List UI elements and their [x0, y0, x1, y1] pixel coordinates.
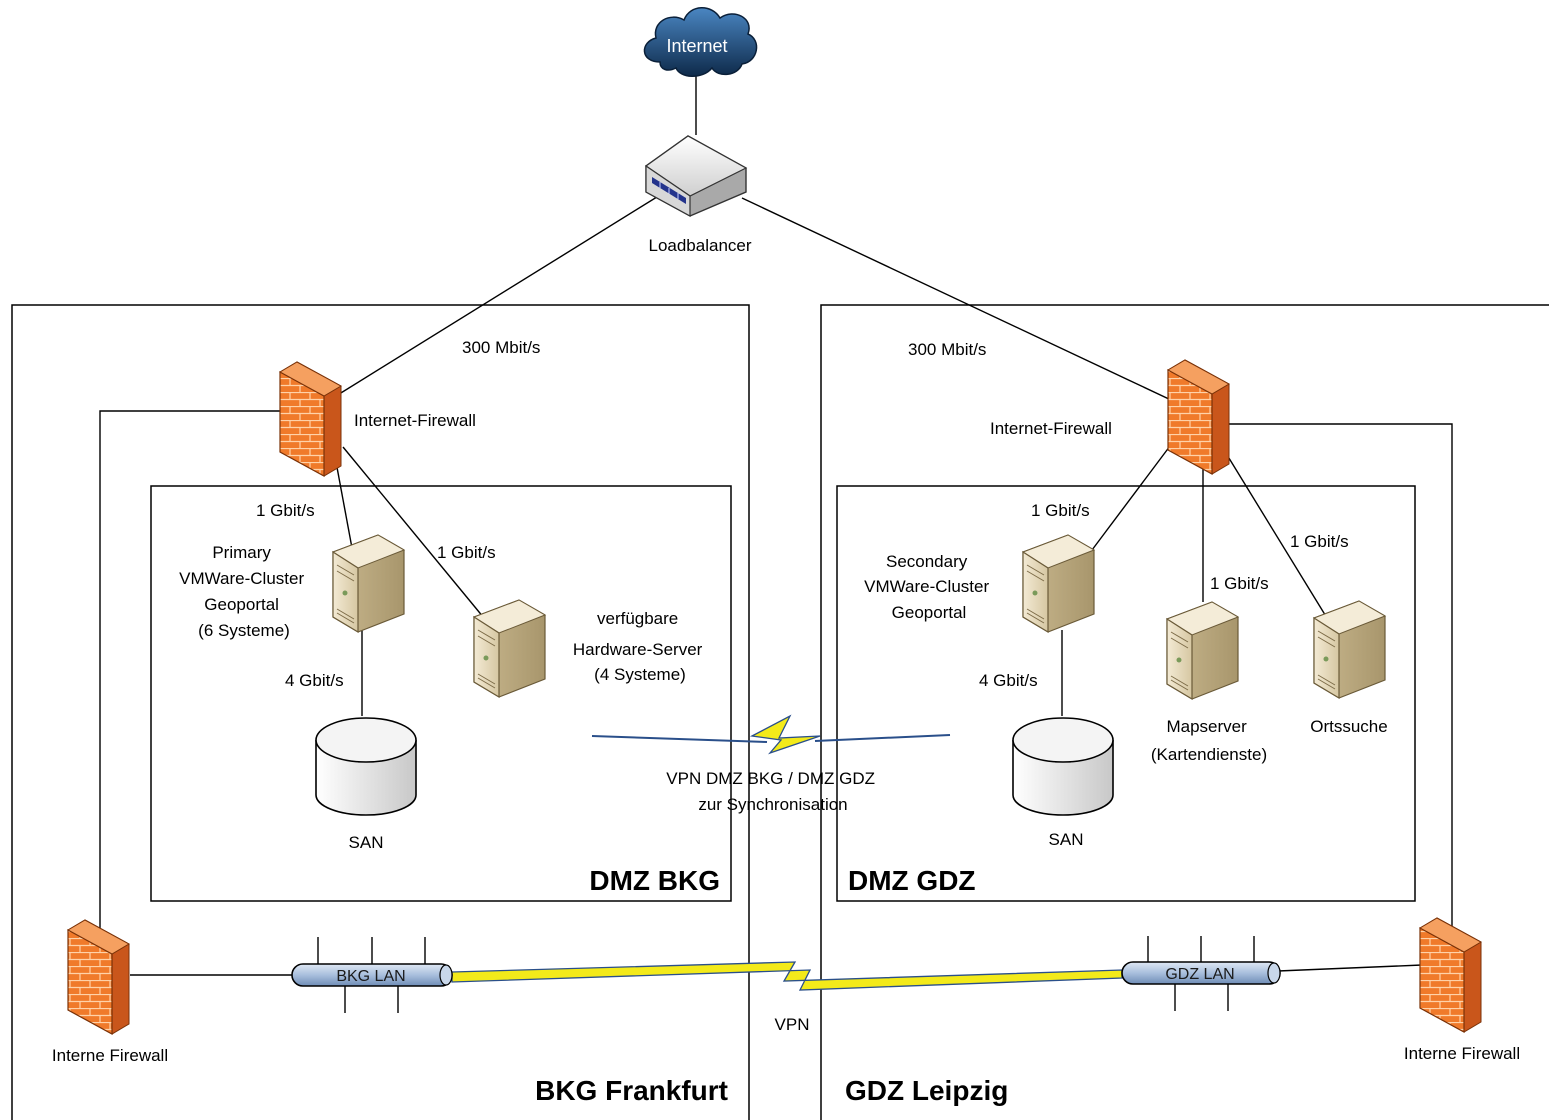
- bkg-san-label: SAN: [349, 833, 384, 852]
- bkg-cluster-label-line: Geoportal: [204, 595, 279, 614]
- vpn-dmz-label: VPN DMZ BKG / DMZ GDZ zur Synchronisatio…: [666, 769, 879, 814]
- gdz-internet-firewall-icon: [1166, 359, 1231, 476]
- dmz-gdz-box: [836, 485, 1416, 902]
- gdz-leipzig-label: GDZ Leipzig: [845, 1075, 1008, 1106]
- gdz-mapserver-label-line: (Kartendienste): [1151, 745, 1267, 764]
- bkg-uplink-speed: 300 Mbit/s: [462, 338, 540, 357]
- gdz-mapserver-label-line: Mapserver: [1166, 717, 1247, 736]
- vpn-lan-label: VPN: [775, 1015, 810, 1034]
- gdz-ortssuche-speed: 1 Gbit/s: [1290, 532, 1349, 551]
- gdz-san-label: SAN: [1049, 830, 1084, 849]
- gdz-lan-label: GDZ LAN: [1165, 966, 1234, 983]
- gdz-ortssuche-server-icon: [1312, 600, 1387, 700]
- gdz-cluster-label-line: Geoportal: [892, 603, 967, 622]
- bkg-hardware-label: verfügbare Hardware-Server (4 Systeme): [573, 609, 707, 684]
- gdz-cluster-label-line: Secondary: [886, 552, 968, 571]
- internet-cloud: Internet: [643, 7, 758, 77]
- vpn-lan-link: [451, 961, 1123, 991]
- bkg-hardware-label-line: (4 Systeme): [594, 665, 686, 684]
- bkg-cluster-label-line: VMWare-Cluster: [179, 569, 304, 588]
- vpn-dmz-link: [591, 714, 951, 755]
- gdz-internal-firewall-icon: [1418, 917, 1483, 1034]
- bkg-cluster-speed: 1 Gbit/s: [256, 501, 315, 520]
- gdz-mapserver-label: Mapserver (Kartendienste): [1151, 717, 1267, 764]
- gdz-cluster-label: Secondary VMWare-Cluster Geoportal: [864, 552, 994, 622]
- dmz-gdz-label: DMZ GDZ: [848, 865, 976, 896]
- gdz-mapserver-speed: 1 Gbit/s: [1210, 574, 1269, 593]
- loadbalancer-icon: [644, 135, 748, 218]
- gdz-cluster-label-line: VMWare-Cluster: [864, 577, 989, 596]
- bkg-hardware-label-line: Hardware-Server: [573, 640, 703, 659]
- zone-gdz-leipzig: [820, 304, 1549, 1120]
- gdz-uplink-speed: 300 Mbit/s: [908, 340, 986, 359]
- gdz-vmware-cluster-server-icon: [1021, 534, 1096, 634]
- gdz-san-speed: 4 Gbit/s: [979, 671, 1038, 690]
- bkg-vmware-cluster-server-icon: [331, 534, 406, 634]
- bkg-internet-firewall-icon: [278, 361, 343, 478]
- bkg-cluster-label-line: Primary: [212, 543, 271, 562]
- bkg-hardware-server-icon: [472, 599, 547, 699]
- bkg-internal-firewall-label: Interne Firewall: [52, 1046, 168, 1065]
- gdz-lan-pipe: GDZ LAN: [1121, 961, 1281, 985]
- gdz-ortssuche-label: Ortssuche: [1310, 717, 1387, 736]
- internet-label: Internet: [666, 36, 727, 56]
- gdz-internal-firewall-label: Interne Firewall: [1404, 1044, 1520, 1063]
- bkg-firewall-label: Internet-Firewall: [354, 411, 476, 430]
- bkg-cluster-label: Primary VMWare-Cluster Geoportal (6 Syst…: [179, 543, 309, 640]
- bkg-cluster-label-line: (6 Systeme): [198, 621, 290, 640]
- bkg-lan-label: BKG LAN: [336, 968, 405, 985]
- connection-lines: [99, 68, 1453, 1013]
- bkg-internal-firewall-icon: [66, 919, 131, 1036]
- gdz-cluster-speed: 1 Gbit/s: [1031, 501, 1090, 520]
- bkg-san-speed: 4 Gbit/s: [285, 671, 344, 690]
- bkg-lan-pipe: BKG LAN: [291, 963, 453, 987]
- gdz-san-storage-icon: [1012, 717, 1114, 816]
- gdz-firewall-label: Internet-Firewall: [990, 419, 1112, 438]
- vpn-dmz-label-line: VPN DMZ BKG / DMZ GDZ: [666, 769, 875, 788]
- bkg-san-storage-icon: [315, 717, 417, 816]
- zone-bkg-frankfurt: [11, 304, 750, 1120]
- bkg-hardware-speed: 1 Gbit/s: [437, 543, 496, 562]
- dmz-bkg-box: [150, 485, 732, 902]
- bkg-hardware-label-line: verfügbare: [597, 609, 678, 628]
- loadbalancer-label: Loadbalancer: [648, 236, 751, 255]
- dmz-bkg-label: DMZ BKG: [589, 865, 720, 896]
- vpn-dmz-label-line: zur Synchronisation: [698, 795, 847, 814]
- bkg-frankfurt-label: BKG Frankfurt: [535, 1075, 728, 1106]
- gdz-mapserver-server-icon: [1165, 601, 1240, 701]
